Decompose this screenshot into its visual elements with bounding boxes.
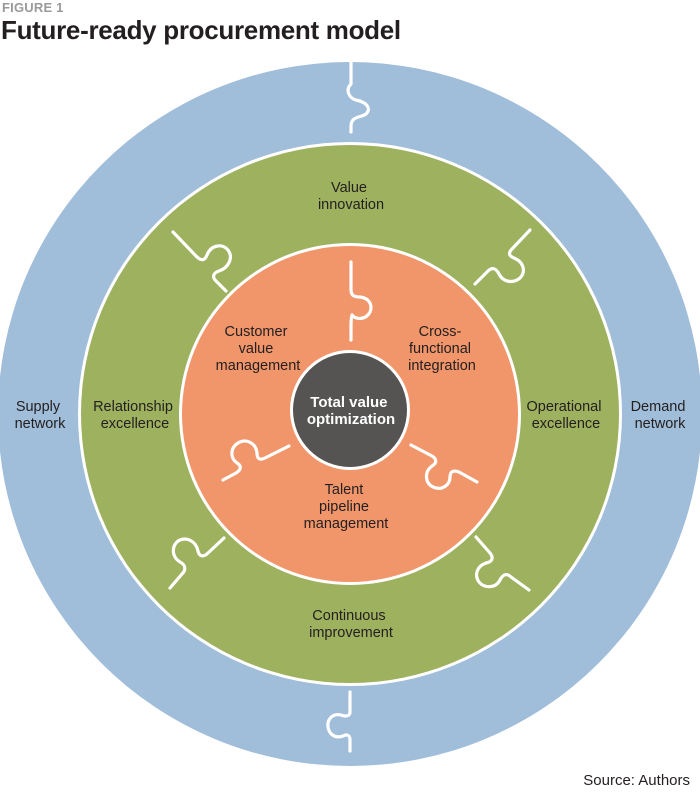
label-relationship-excellence: Relationship excellence bbox=[93, 399, 177, 432]
figure-label: FIGURE 1 bbox=[2, 0, 64, 15]
label-cross-functional-integration: Cross- functional integration bbox=[408, 324, 476, 374]
core-total-value bbox=[293, 353, 407, 467]
label-talent-pipeline-management: Talent pipeline management bbox=[304, 482, 389, 532]
puzzle-connector-icon bbox=[326, 690, 352, 753]
puzzle-connector-icon bbox=[349, 260, 373, 342]
label-value-innovation: Value innovation bbox=[318, 180, 384, 213]
label-supply-network: Supply network bbox=[15, 399, 67, 432]
source-note: Source: Authors bbox=[583, 772, 690, 789]
label-continuous-improvement: Continuous improvement bbox=[309, 608, 393, 641]
label-customer-value-management: Customer value management bbox=[216, 324, 301, 374]
label-operational-excellence: Operational excellence bbox=[527, 399, 606, 432]
puzzle-connector-icon bbox=[346, 48, 370, 134]
puzzle-connector-icon bbox=[221, 439, 291, 482]
puzzle-connector-icon bbox=[168, 536, 226, 590]
figure-title: Future-ready procurement model bbox=[1, 15, 401, 45]
puzzle-connector-icon bbox=[474, 535, 531, 592]
puzzle-connector-icon bbox=[473, 228, 532, 286]
label-total-value-optimization: Total value optimization bbox=[307, 394, 395, 428]
label-demand-network: Demand network bbox=[631, 399, 690, 432]
puzzle-connector-icon bbox=[409, 443, 479, 490]
puzzle-connector-icon bbox=[171, 230, 232, 293]
